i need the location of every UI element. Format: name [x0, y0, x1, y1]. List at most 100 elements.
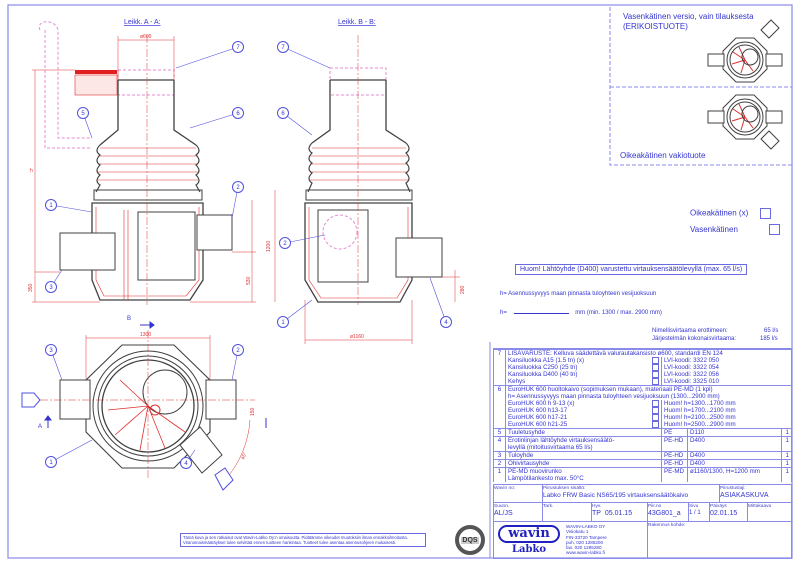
flow-nominal-label: Nimellisvirtaama erottimeen: — [652, 328, 728, 334]
part-code: LVI-koodi: 3322 054 — [661, 364, 791, 371]
dim-350: 350 — [28, 283, 34, 292]
part-checkbox[interactable] — [652, 357, 659, 364]
item-balloon-number: 7 — [236, 45, 240, 51]
approved: TP — [592, 510, 601, 517]
part-description-cell: EuroHUK 600 h 9-13 (x) — [505, 400, 661, 407]
page: 1 / 1 — [689, 510, 701, 516]
part-description-cell: Kehys — [505, 378, 661, 385]
part-description: EuroHUK 600 huoltokaivo (sopimuksen muka… — [505, 386, 791, 393]
approved-cell: Hyv.TP 05.01.15 — [591, 502, 648, 522]
part-qty — [781, 475, 791, 482]
item-balloon — [232, 41, 244, 53]
item-balloon — [180, 457, 192, 469]
section-b-title: Leikk. B - B: — [338, 19, 376, 26]
inlet-pipe — [59, 232, 116, 271]
part-checkbox[interactable] — [652, 400, 659, 407]
separator-body — [91, 202, 204, 301]
h-definition: h= Asennussyvyys maan pinnasta tuloyhtee… — [500, 291, 657, 297]
part-checkbox[interactable] — [652, 371, 659, 378]
item-balloon-number: 2 — [236, 185, 240, 191]
drawing-type-label: Piirustuslaji: — [720, 486, 746, 491]
part-number: 5 — [497, 429, 502, 436]
item-balloon-number: 7 — [281, 45, 285, 51]
part-code: Huom! h=2100...2500 mm — [661, 414, 791, 421]
part-spec: D400 — [687, 460, 781, 467]
section-a-a: Leikk. A - A: ø600 h 350 530 — [28, 19, 272, 305]
dim-150: 150 — [250, 407, 256, 416]
company-web[interactable]: www.wavin-labko.fi — [566, 550, 605, 556]
item-balloon — [45, 199, 57, 211]
parts-row: EuroHUK 600 h 9-13 (x)Huom! h=1300...170… — [494, 400, 791, 407]
disclaimer: Tämä kuva ja sen ratkaisut ovat Wavin-La… — [180, 533, 426, 547]
part-checkbox[interactable] — [652, 407, 659, 414]
checked-label: Tark. — [543, 504, 554, 509]
balloon-leader — [175, 46, 239, 69]
part-description-cell: Tuuletusyhde — [505, 429, 661, 436]
part-checkbox[interactable] — [652, 421, 659, 428]
parts-row: Kansiluokka A15 (1.5 tn) (x)LVI-koodi: 3… — [494, 357, 791, 364]
inflow-arrow-icon — [21, 392, 41, 408]
flow-total-value: 185 l/s — [760, 336, 778, 342]
section-b-b: Leikk. B - B: ø1160 280 — [274, 19, 466, 344]
part-spec: ø1160/1300, H=1200 mm — [687, 468, 781, 475]
dqs-cert-text: DQS — [461, 536, 479, 544]
item-balloon-number: 4 — [184, 461, 188, 467]
balloon-leader — [282, 299, 313, 323]
variant-option-right-label: Oikeakätinen (x) — [690, 208, 749, 218]
flow-nominal-value: 65 l/s — [764, 328, 779, 334]
item-balloon — [232, 107, 244, 119]
item-balloon-number: 3 — [49, 285, 53, 291]
h-input-field[interactable] — [513, 307, 569, 314]
variant-left-title: Vasenkätinen versio, vain tilauksesta — [623, 12, 754, 21]
item-balloon — [45, 344, 57, 356]
dim-d600: ø600 — [140, 34, 152, 40]
balloon-leader — [282, 46, 331, 69]
item-balloon-number: 1 — [49, 460, 53, 466]
part-spec — [687, 444, 781, 451]
balloon-leader — [50, 439, 93, 463]
drawing-content: Labko FRW Basic NS65/195 virtauksensäätö… — [543, 492, 689, 499]
section-marker-b: B — [127, 316, 131, 322]
variant-left-subtitle: (ERIKOISTUOTE) — [623, 22, 688, 31]
outflow-arrow-icon — [214, 467, 234, 491]
dim-530: 530 — [246, 276, 252, 285]
company-phone: puh. 020 1285200 — [566, 539, 604, 545]
part-description-cell: Kansiluokka C250 (25 tn) — [505, 364, 661, 371]
plan-view: 1300 150 45° A B — [21, 316, 267, 491]
drawing-type-cell: Piirustuslaji:ASIAKASKUVA — [719, 484, 792, 503]
scale-cell: Mittakaava — [747, 502, 792, 522]
company-city: FIN-33720 Tampere — [566, 534, 607, 540]
variant-right-checkbox[interactable] — [760, 208, 772, 219]
part-checkbox[interactable] — [652, 364, 659, 371]
part-description: EuroHUK 600 h21-25 — [508, 421, 568, 428]
part-material: PE — [661, 429, 687, 436]
parts-row: Kansiluokka C250 (25 tn)LVI-koodi: 3322 … — [494, 364, 791, 371]
part-checkbox[interactable] — [652, 378, 659, 385]
company-cell: wavin Labko WAVIN-LABKO OY Visiokatu 1 F… — [493, 521, 648, 559]
part-description: Tuuletusyhde — [508, 429, 545, 436]
part-checkbox[interactable] — [652, 414, 659, 421]
date: 02.01.15 — [710, 510, 738, 517]
variant-left-checkbox[interactable] — [769, 224, 781, 235]
part-number — [494, 364, 505, 371]
item-balloon — [440, 316, 452, 328]
variant-right-title: Oikeakätinen vakiotuote — [620, 151, 706, 160]
variant-option-left[interactable]: Vasenkätinen — [690, 224, 781, 235]
part-qty — [781, 444, 791, 451]
drawing-content-label: Piirustuksen sisältö: — [543, 486, 586, 491]
item-balloon-number: 2 — [236, 348, 240, 354]
vent-pipe — [38, 21, 92, 149]
part-description: EuroHUK 600 h 9-13 (x) — [508, 400, 575, 407]
variant-option-right[interactable]: Oikeakätinen (x) — [690, 208, 772, 219]
part-description-cell: Lämpötilankesto max. 50°C — [505, 475, 661, 482]
